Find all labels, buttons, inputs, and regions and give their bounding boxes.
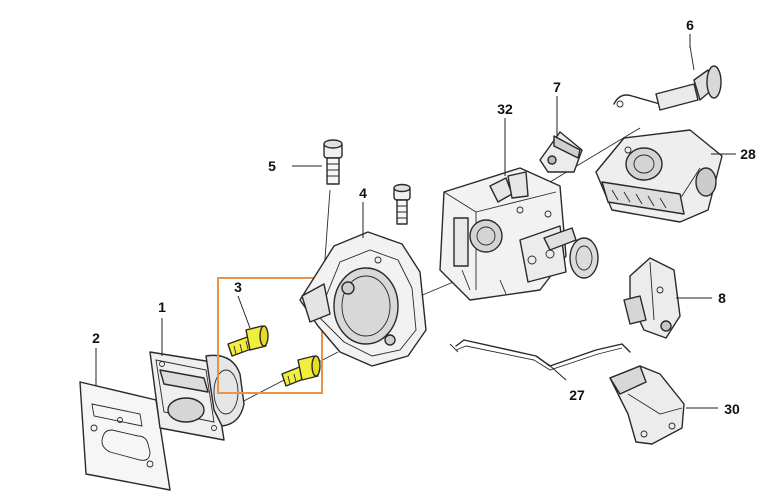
part-6-cable xyxy=(613,45,722,111)
callout-3: 3 xyxy=(234,279,242,295)
highlight-box-part-3 xyxy=(217,277,323,394)
part-32-carburetor xyxy=(439,167,599,301)
part-8-bracket xyxy=(623,257,681,339)
screw-small xyxy=(393,183,411,225)
callout-8: 8 xyxy=(718,290,726,306)
part-5-screw xyxy=(323,139,343,185)
part-1-intake-flange xyxy=(149,351,245,441)
part-3-screw-upper xyxy=(227,325,269,357)
callout-5: 5 xyxy=(268,158,276,174)
part-2-gasket xyxy=(79,381,171,491)
part-27-rod xyxy=(449,339,631,371)
callout-4: 4 xyxy=(359,185,367,201)
callout-leaders xyxy=(95,34,736,409)
callout-2: 2 xyxy=(92,330,100,346)
callout-27: 27 xyxy=(569,387,585,403)
part-28-filter-housing xyxy=(595,129,723,223)
callout-1: 1 xyxy=(158,299,166,315)
callout-32: 32 xyxy=(497,101,513,117)
part-3-screw-lower xyxy=(281,355,321,387)
part-30-cover xyxy=(609,365,685,445)
callout-30: 30 xyxy=(724,401,740,417)
callout-labels: 1 2 3 4 5 6 7 32 28 8 27 30 xyxy=(92,17,756,417)
part-7-clip xyxy=(539,131,583,173)
callout-7: 7 xyxy=(553,79,561,95)
part-4-adapter xyxy=(299,231,427,367)
callout-6: 6 xyxy=(686,17,694,33)
callout-28: 28 xyxy=(740,146,756,162)
